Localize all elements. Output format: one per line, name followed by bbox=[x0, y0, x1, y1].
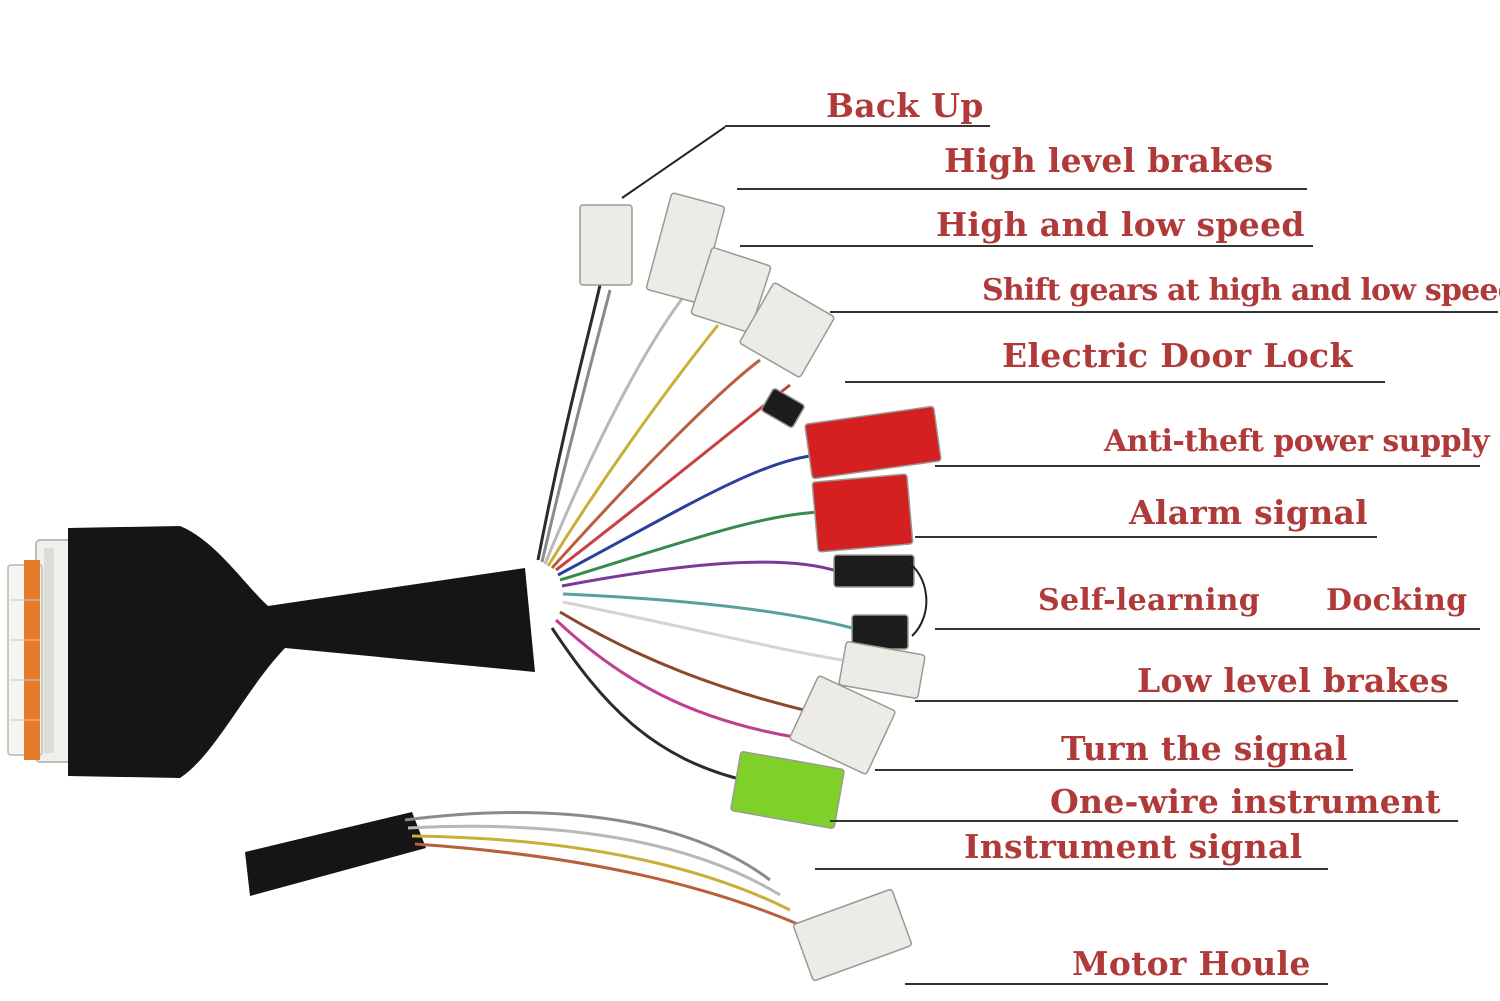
wire bbox=[407, 824, 781, 897]
wire bbox=[540, 289, 612, 563]
alarm-plug bbox=[811, 473, 914, 553]
connector-plugs bbox=[579, 192, 942, 982]
label-turn-the-signal: Turn the signal bbox=[1061, 729, 1348, 768]
wire bbox=[561, 560, 841, 588]
door-lock-pin bbox=[761, 388, 805, 428]
back-up-plug bbox=[579, 204, 633, 286]
label-high-level-brakes: High level brakes bbox=[944, 141, 1274, 180]
high-low-speed-plug bbox=[690, 247, 772, 333]
rule-self-learning-docking bbox=[935, 628, 1480, 630]
rule-one-wire bbox=[830, 820, 1458, 822]
label-one-wire-instrument: One-wire instrument bbox=[1050, 782, 1441, 821]
wire bbox=[562, 592, 853, 630]
wire bbox=[555, 383, 791, 572]
rule-low-level-brakes bbox=[915, 700, 1458, 702]
main-connector bbox=[7, 539, 75, 763]
label-alarm-signal: Alarm signal bbox=[1129, 493, 1369, 532]
motor-hall-plug bbox=[793, 888, 912, 982]
wire bbox=[554, 618, 801, 740]
lower-cable-sheath bbox=[245, 812, 426, 896]
wire bbox=[543, 294, 687, 565]
label-low-level-brakes: Low level brakes bbox=[1137, 661, 1449, 700]
label-anti-theft-power-supply: Anti-theft power supply bbox=[1104, 424, 1489, 459]
wire bbox=[562, 600, 843, 662]
wire-bundle bbox=[404, 284, 853, 927]
wire bbox=[536, 284, 602, 561]
label-docking: Docking bbox=[1326, 583, 1468, 618]
rule-anti-theft bbox=[935, 465, 1480, 467]
wire bbox=[550, 627, 753, 784]
rule-high-level-brakes bbox=[737, 188, 1307, 190]
rule-high-and-low-speed bbox=[740, 245, 1313, 247]
one-wire-plug bbox=[730, 751, 845, 829]
label-self-learning: Self-learning bbox=[1038, 583, 1261, 618]
shift-gears-plug bbox=[739, 282, 835, 378]
back-up-pointer bbox=[621, 126, 726, 199]
wire bbox=[550, 358, 761, 570]
rule-turn-signal bbox=[875, 769, 1353, 771]
low-level-brake-plug bbox=[838, 641, 926, 699]
self-learning-plug bbox=[833, 554, 915, 588]
anti-theft-plug bbox=[804, 405, 942, 480]
rule-alarm-signal bbox=[915, 536, 1377, 538]
turn-signal-plug bbox=[789, 675, 896, 775]
wire bbox=[414, 842, 801, 927]
label-motor-houle: Motor Houle bbox=[1072, 944, 1311, 983]
label-high-and-low-speed: High and low speed bbox=[936, 205, 1305, 244]
label-back-up: Back Up bbox=[826, 86, 984, 125]
wire bbox=[411, 834, 791, 912]
harness-boot bbox=[68, 526, 535, 778]
rule-electric-door-lock bbox=[845, 381, 1385, 383]
wire bbox=[559, 610, 813, 714]
wire bbox=[557, 453, 819, 577]
rule-shift-gears bbox=[830, 311, 1498, 313]
rule-back-up bbox=[725, 125, 990, 127]
label-electric-door-lock: Electric Door Lock bbox=[1002, 336, 1353, 375]
wire bbox=[559, 510, 821, 582]
rule-motor-houle bbox=[905, 983, 1328, 985]
wire bbox=[404, 811, 771, 882]
label-shift-gears: Shift gears at high and low speeds bbox=[982, 273, 1500, 308]
wire bbox=[546, 324, 720, 567]
pairing-bracket bbox=[904, 559, 928, 637]
label-instrument-signal: Instrument signal bbox=[964, 827, 1303, 866]
rule-instrument-signal bbox=[815, 868, 1328, 870]
